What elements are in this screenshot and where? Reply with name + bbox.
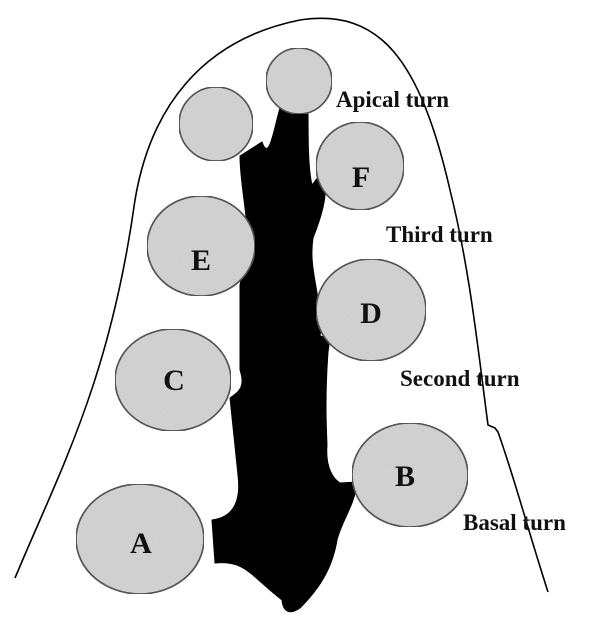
node-top-center: [266, 48, 332, 114]
node-label-E: E: [191, 244, 211, 277]
label-third-turn: Third turn: [386, 222, 493, 247]
node-label-A: A: [130, 527, 152, 560]
node-label-D: D: [360, 297, 382, 330]
node-label-B: B: [395, 460, 415, 493]
label-basal-turn: Basal turn: [463, 510, 566, 535]
label-apical-turn: Apical turn: [336, 87, 449, 112]
label-second-turn: Second turn: [400, 366, 520, 391]
node-label-F: F: [352, 161, 370, 194]
node-label-C: C: [163, 364, 185, 397]
node-top-left: [179, 87, 253, 161]
